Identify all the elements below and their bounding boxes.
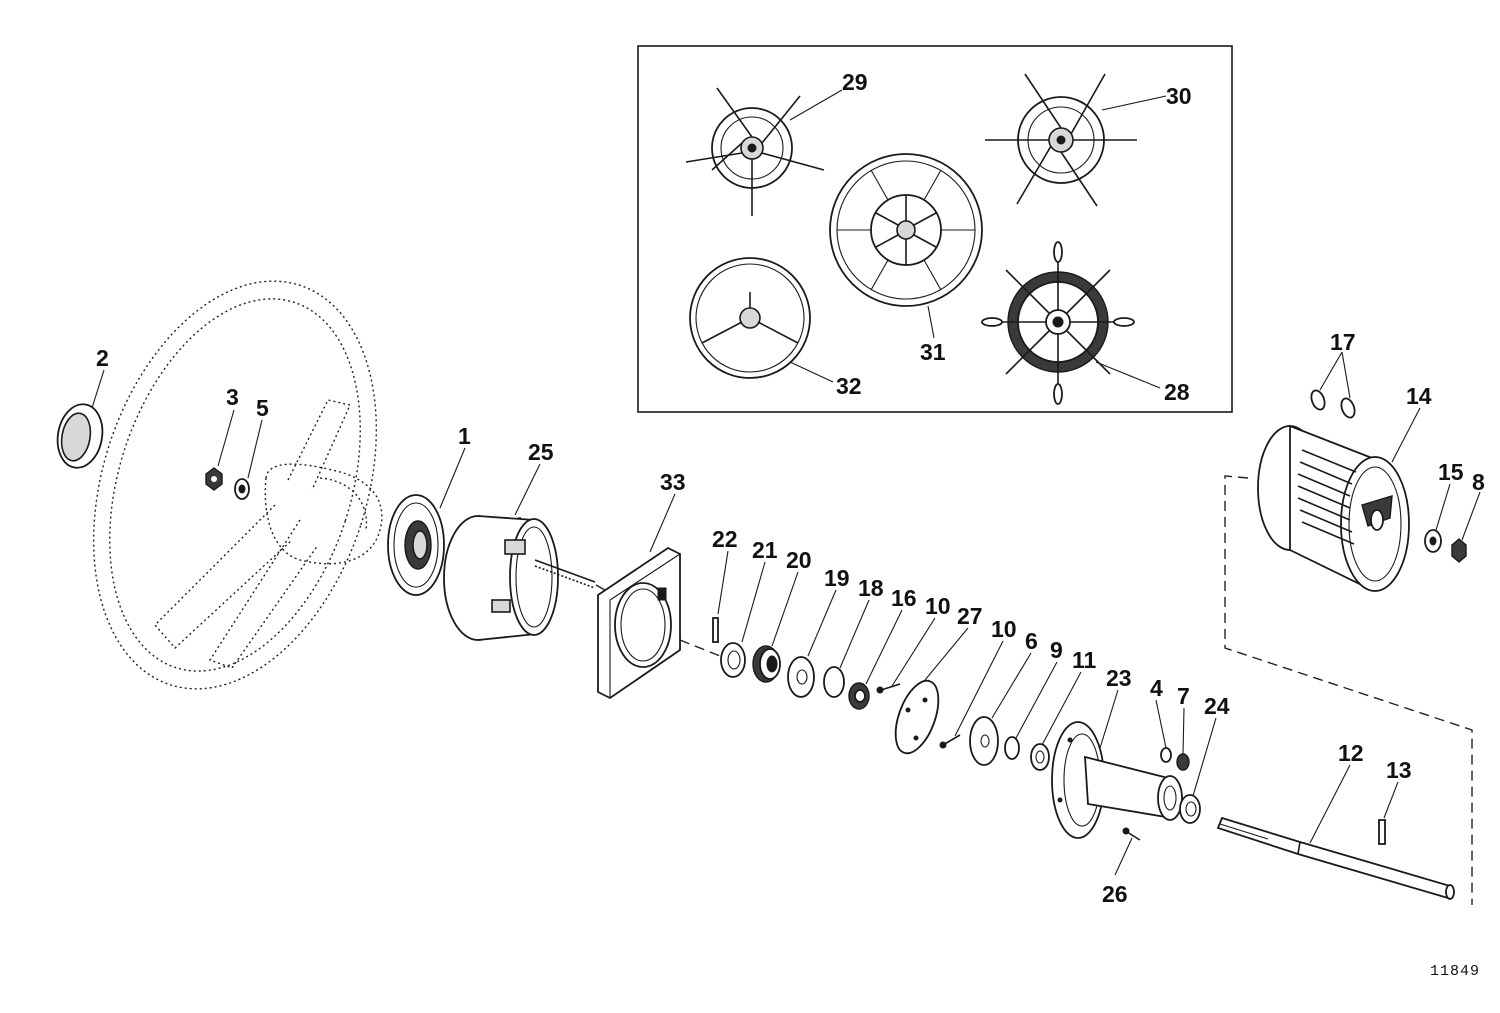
callout-33: 33 <box>660 469 686 495</box>
callout-16: 16 <box>891 585 917 611</box>
callout-31: 31 <box>920 339 946 365</box>
part-10-screw-lower <box>939 734 961 749</box>
part-18-disc <box>823 666 845 698</box>
callout-5: 5 <box>256 395 269 421</box>
callout-7: 7 <box>1177 683 1190 709</box>
part-14-cable-drum <box>1257 424 1410 592</box>
part-2-hub-cap <box>56 403 104 469</box>
callout-26: 26 <box>1102 881 1128 907</box>
callout-13: 13 <box>1386 757 1412 783</box>
callout-2: 2 <box>96 345 109 371</box>
callout-11: 11 <box>1072 647 1097 673</box>
part-23-flange-housing <box>1051 721 1183 839</box>
callout-17: 17 <box>1330 329 1356 355</box>
callout-10-upper: 10 <box>925 593 951 619</box>
callout-21: 21 <box>752 537 778 563</box>
part-13-pin <box>1378 819 1386 845</box>
callout-9: 9 <box>1050 637 1063 663</box>
wheel-30 <box>985 73 1137 207</box>
callout-28: 28 <box>1164 379 1190 405</box>
callout-27: 27 <box>957 603 983 629</box>
callout-14: 14 <box>1406 383 1432 409</box>
part-10-screw-upper <box>876 683 901 694</box>
alternate-wheels-inset <box>637 45 1233 413</box>
part-26-screw <box>1122 827 1141 841</box>
part-8-nut <box>1451 538 1467 563</box>
callout-15: 15 <box>1438 459 1464 485</box>
callout-23: 23 <box>1106 665 1132 691</box>
part-1-bezel <box>387 494 445 596</box>
part-27-plate <box>894 679 940 755</box>
part-17-clips <box>1310 389 1356 419</box>
part-9-snap-ring <box>1004 736 1020 760</box>
callout-20: 20 <box>786 547 812 573</box>
part-6-washer <box>969 716 999 766</box>
wheel-32 <box>689 257 811 379</box>
callout-30: 30 <box>1166 83 1192 109</box>
part-4-washer <box>1160 747 1172 763</box>
callout-1: 1 <box>458 423 471 449</box>
part-25-housing <box>443 515 613 641</box>
callout-8: 8 <box>1472 469 1485 495</box>
callout-labels: 2 3 5 1 25 33 22 21 20 19 18 16 10 27 10… <box>96 69 1485 907</box>
wheel-28 <box>981 241 1135 405</box>
part-15-washer <box>1424 529 1442 553</box>
callout-29: 29 <box>842 69 868 95</box>
wheel-29 <box>685 87 825 216</box>
part-12-shaft <box>1216 816 1455 900</box>
callout-10-lower: 10 <box>991 616 1017 642</box>
inset-frame <box>637 45 1233 413</box>
callout-4: 4 <box>1150 675 1163 701</box>
drum-assembly-bracket <box>1224 475 1473 905</box>
callout-22: 22 <box>712 526 738 552</box>
callout-32: 32 <box>836 373 862 399</box>
part-33-mounting-plate <box>597 546 721 700</box>
part-20-spring <box>752 645 781 683</box>
callout-18: 18 <box>858 575 884 601</box>
callout-12: 12 <box>1338 740 1364 766</box>
callout-24: 24 <box>1204 693 1230 719</box>
part-11-washer <box>1030 743 1050 771</box>
part-21-bushing <box>720 642 746 678</box>
callout-19: 19 <box>824 565 850 591</box>
wheel-31 <box>829 153 983 307</box>
part-5-washer <box>234 478 250 500</box>
leader-lines <box>91 89 1481 876</box>
part-3-nut <box>205 467 223 491</box>
callout-3: 3 <box>226 384 239 410</box>
callout-25: 25 <box>528 439 554 465</box>
part-19-washer <box>787 656 815 698</box>
part-22-key <box>712 617 719 643</box>
callout-6: 6 <box>1025 628 1038 654</box>
part-7-nut <box>1176 753 1190 771</box>
part-24-bushing <box>1179 794 1201 824</box>
part-16-bearing <box>848 682 870 710</box>
drawing-number: 11849 <box>1430 963 1480 980</box>
